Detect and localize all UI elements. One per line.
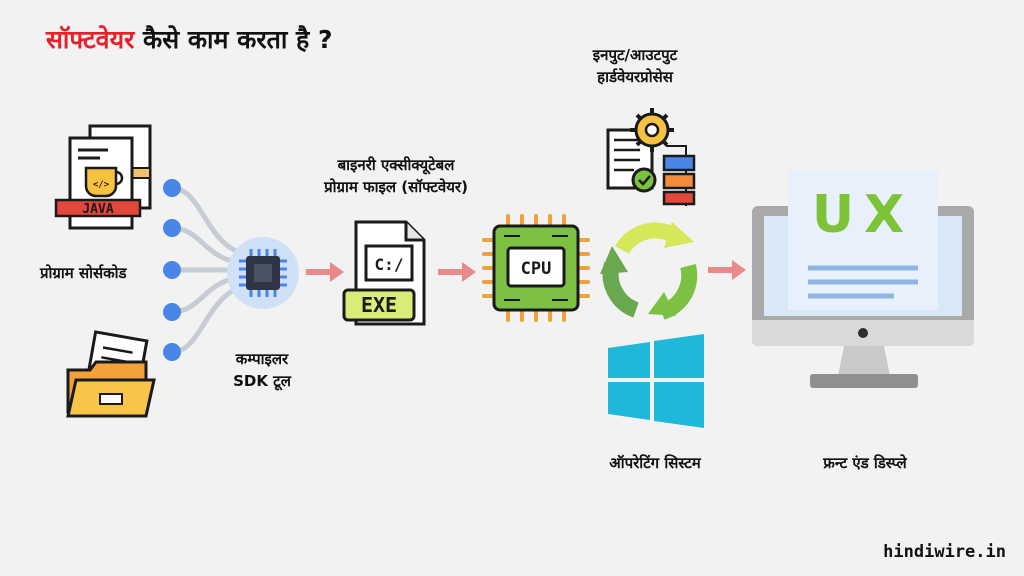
compiler-chip-icon	[227, 237, 299, 309]
title-highlight: सॉफ्टवेयर	[46, 25, 135, 54]
binary-label: बाइनरी एक्सीक्यूटेबल प्रोग्राम फाइल (सॉफ…	[296, 154, 496, 198]
compiler-label-line1: कम्पाइलर	[235, 350, 289, 368]
cpu-chip-icon: CPU	[482, 214, 590, 322]
java-tag: JAVA	[82, 202, 113, 217]
io-label-line1: इनपुट/आउटपुट	[592, 46, 678, 64]
code-glyph: </>	[93, 180, 110, 190]
refresh-cycle-icon	[600, 222, 698, 320]
arrow-exe-to-cpu	[438, 262, 476, 282]
exe-file-icon: C:/ EXE	[342, 220, 426, 326]
watermark: hindiwire.in	[883, 542, 1006, 562]
monitor-icon: UX	[752, 170, 974, 388]
windows-logo-icon	[608, 334, 704, 428]
compiler-label: कम्पाइलर SDK टूल	[212, 348, 312, 392]
io-label-line2: हार्डवेयरप्रोसेस	[597, 68, 673, 86]
compiler-label-line2: SDK टूल	[233, 372, 291, 390]
exe-text: EXE	[361, 293, 397, 317]
cpu-text: CPU	[521, 259, 552, 279]
title-rest: कैसे काम करता है ?	[134, 25, 333, 54]
gear-document-icon	[606, 108, 696, 206]
page-title: सॉफ्टवेयर कैसे काम करता है ?	[46, 22, 332, 56]
io-label: इनपुट/आउटपुट हार्डवेयरप्रोसेस	[575, 44, 695, 88]
arrow-os-to-display	[708, 260, 746, 280]
java-file-icon: </> JAVA	[54, 124, 152, 230]
binary-label-line1: बाइनरी एक्सीक्यूटेबल	[337, 156, 455, 174]
drive-text: C:/	[375, 255, 404, 274]
folder-icon	[66, 330, 156, 418]
ux-text: UX	[812, 185, 914, 245]
os-label: ऑपरेटिंग सिस्टम	[609, 454, 701, 472]
binary-label-line2: प्रोग्राम फाइल (सॉफ्टवेयर)	[324, 178, 468, 196]
display-label: फ्रन्ट एंड डिस्प्ले	[823, 454, 907, 472]
source-code-label: प्रोग्राम सोर्सकोड	[40, 264, 127, 282]
arrow-compiler-to-exe	[306, 262, 344, 282]
